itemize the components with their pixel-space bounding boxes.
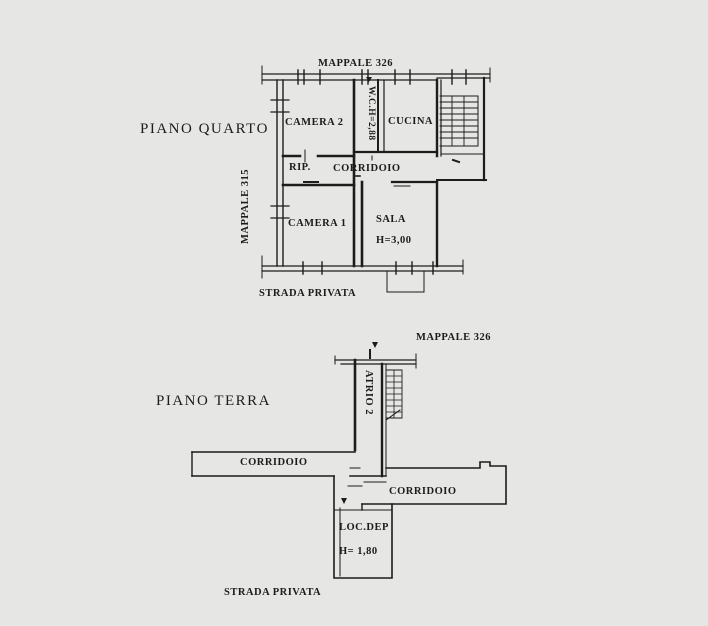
upper-floor-title: PIANO QUARTO <box>140 121 269 137</box>
room-cucina: CUCINA <box>388 116 433 127</box>
room-camera-2: CAMERA 2 <box>285 117 344 128</box>
room-loc-dep-height: H= 1,80 <box>339 546 378 557</box>
room-sala: SALA <box>376 214 407 225</box>
ground-floor-plan <box>191 349 507 579</box>
room-corridoio-right: CORRIDOIO <box>389 486 457 497</box>
room-camera-1: CAMERA 1 <box>288 218 347 229</box>
ground-inner-arrow <box>341 498 347 504</box>
ground-top-neighbor-label: MAPPALE 326 <box>416 332 492 343</box>
upper-left-neighbor-label: MAPPALE 315 <box>240 168 251 244</box>
upper-street-label: STRADA PRIVATA <box>259 288 357 299</box>
ground-entrance-arrow <box>372 342 378 348</box>
room-loc-dep: LOC.DEP <box>339 522 389 533</box>
room-wc: W.C.H=2,88 <box>366 86 376 141</box>
upper-top-neighbor-label: MAPPALE 326 <box>318 58 394 69</box>
upper-entrance-arrow <box>366 77 372 82</box>
ground-floor-title: PIANO TERRA <box>156 393 271 409</box>
room-atrio: ATRIO 2 <box>363 370 374 416</box>
upper-floor-plan <box>261 65 491 293</box>
entrance-markers <box>341 77 378 504</box>
room-corridoio-upper: CORRIDOIO <box>333 163 401 174</box>
ground-street-label: STRADA PRIVATA <box>224 587 322 598</box>
room-ripostiglio: RIP. <box>289 162 311 173</box>
room-corridoio-left: CORRIDOIO <box>240 457 308 468</box>
room-sala-height: H=3,00 <box>376 235 412 246</box>
